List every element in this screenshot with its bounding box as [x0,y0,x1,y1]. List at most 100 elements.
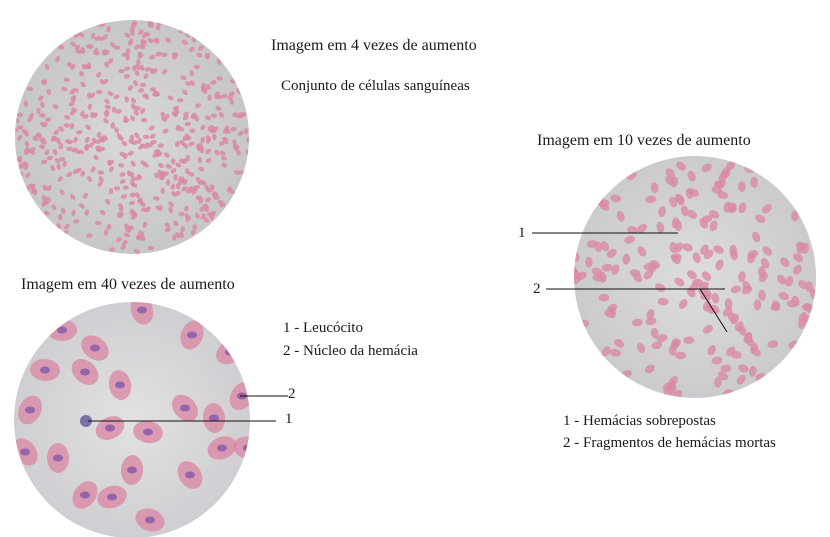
blood-cell [216,76,223,81]
blood-cell [113,94,120,100]
blood-cell [209,184,215,191]
blood-cell [160,187,165,194]
blood-cell [78,32,85,38]
blood-cell [44,63,50,70]
blood-cell [738,271,746,283]
blood-cell [674,193,684,204]
blood-cell [138,29,144,36]
blood-cell [727,202,737,212]
blood-cell [147,37,154,44]
blood-cell [107,159,112,166]
blood-cell [738,202,747,214]
blood-cell [138,44,146,50]
blood-cell [160,111,166,118]
blood-cell [108,188,114,195]
blood-cell [162,128,169,134]
blood-cell [111,106,117,113]
blood-cell [208,125,215,130]
blood-cell [177,97,184,103]
blood-cell [91,137,97,144]
blood-cell [780,257,790,267]
blood-cell [140,143,147,149]
blood-cell [41,194,47,202]
blood-cell [59,189,65,196]
blood-cell [56,138,62,145]
blood-cell [683,336,695,345]
blood-cell [600,241,610,252]
blood-cell [110,122,116,129]
blood-cell [671,254,681,264]
blood-cell [157,143,165,148]
blood-cell [669,196,678,208]
caption-4x: Conjunto de células sanguíneas [281,78,470,94]
blood-cell [159,171,166,176]
blood-cell [686,287,696,298]
blood-cell [119,151,126,157]
marker-40x-1: 1 [285,411,293,427]
blood-cell [742,280,751,292]
blood-cell [89,92,96,98]
blood-cell [204,52,211,59]
blood-cell [95,139,102,144]
blood-cell [629,269,641,277]
blood-cell [149,87,157,92]
blood-cell [90,166,96,173]
blood-cell [64,114,71,120]
cell-nucleus [187,331,197,339]
blood-cell [106,26,111,33]
blood-cell [64,223,70,230]
cell-nucleus [180,404,190,412]
blood-cell [83,192,88,199]
blood-cell [193,184,201,190]
blood-cell [94,220,102,226]
blood-cell [28,183,36,188]
blood-cell [123,232,130,238]
blood-cell [199,146,205,154]
blood-cell [173,110,179,118]
blood-cell [19,162,25,169]
blood-cell [737,364,749,373]
blood-cell [201,87,208,93]
blood-cell [58,156,66,162]
blood-cell [193,64,200,70]
cell-nucleus [143,428,153,436]
blood-cell [234,145,240,151]
cell-nucleus [80,491,90,499]
blood-cell [170,158,176,165]
blood-cell [645,195,657,204]
blood-cell [103,229,109,236]
blood-cell [148,125,155,131]
blood-cell [182,179,188,185]
blood-cell [184,213,190,220]
blood-cell [717,191,729,200]
blood-cell [752,231,761,243]
blood-cell [760,258,770,269]
blood-cell [212,133,217,141]
cell-nucleus [57,326,67,334]
blood-cell [139,201,146,207]
blood-cell [606,248,617,258]
blood-cell [184,121,191,127]
blood-cell [651,341,663,350]
blood-cell [41,200,47,207]
blood-cell [657,297,669,306]
micrograph-40x [14,302,250,537]
blood-cell [98,146,105,152]
blood-cell [40,159,48,165]
blood-cell [57,176,63,182]
blood-cell [87,175,92,183]
blood-cell [708,210,720,219]
blood-cell [140,234,146,241]
blood-cell [715,259,724,271]
blood-cell [120,194,128,199]
blood-cell [130,97,136,104]
blood-cell [188,172,195,177]
blood-cell [197,142,204,148]
blood-cell [610,348,621,357]
blood-cell [127,150,134,156]
blood-cell [36,107,41,114]
blood-cell [189,128,196,134]
blood-cell [191,188,197,195]
blood-cell [791,295,800,307]
blood-cell [39,137,46,142]
